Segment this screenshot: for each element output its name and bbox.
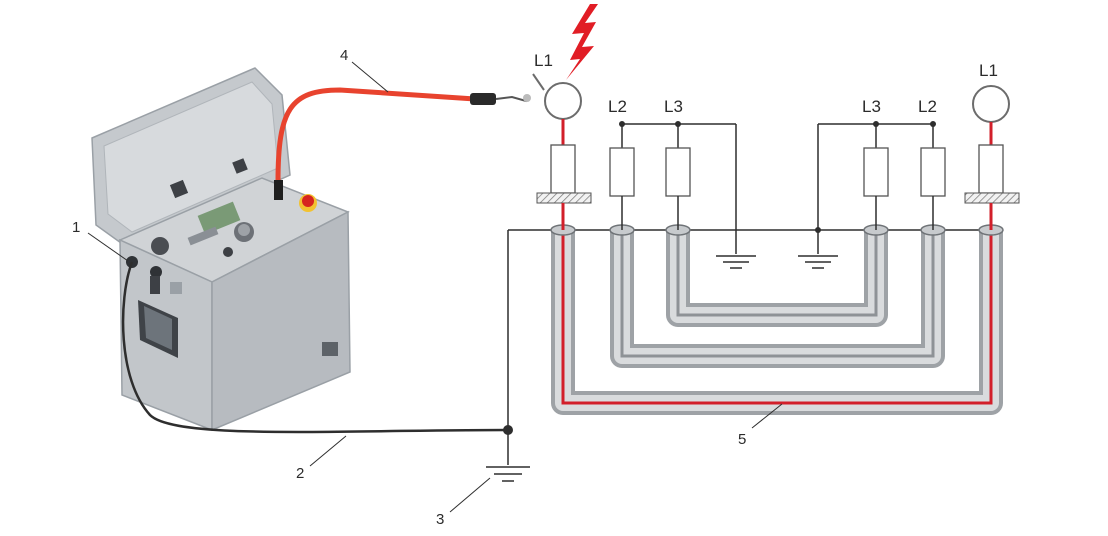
phase-label-l3-right: L3 bbox=[862, 97, 881, 116]
lightning-bolt-icon bbox=[566, 4, 598, 80]
ground-symbol-icon bbox=[716, 255, 756, 269]
svg-text:4: 4 bbox=[340, 47, 348, 64]
surge-generator-device-icon bbox=[91, 67, 351, 432]
ground-junction bbox=[503, 425, 513, 435]
cable-core-l1 bbox=[561, 230, 993, 405]
callout-5: 5 bbox=[738, 403, 783, 448]
callout-4: 4 bbox=[340, 47, 389, 93]
svg-text:2: 2 bbox=[296, 465, 304, 482]
termination-l3-right bbox=[863, 124, 889, 230]
svg-text:5: 5 bbox=[738, 431, 746, 448]
phase-label-l2-left: L2 bbox=[608, 97, 627, 116]
phase-label-l3-left: L3 bbox=[664, 97, 683, 116]
callout-1: 1 bbox=[72, 219, 129, 262]
termination-l1-left bbox=[536, 82, 592, 230]
callout-2: 2 bbox=[296, 435, 347, 482]
termination-l1-right bbox=[964, 85, 1020, 230]
phase-label-l2-right: L2 bbox=[918, 97, 937, 116]
callout-3: 3 bbox=[436, 477, 491, 528]
phase-label-l1-right: L1 bbox=[979, 61, 998, 80]
ground-symbol-icon bbox=[486, 466, 530, 482]
termination-l2-left bbox=[609, 124, 635, 230]
phase-label-l1-left: L1 bbox=[534, 51, 553, 70]
hv-cable-handle bbox=[470, 93, 496, 105]
cable-sheath-l3 bbox=[666, 230, 888, 327]
termination-l2-right bbox=[920, 124, 946, 230]
svg-text:3: 3 bbox=[436, 511, 444, 528]
ground-lead bbox=[121, 261, 509, 434]
ground-symbol-icon bbox=[798, 255, 838, 269]
svg-text:1: 1 bbox=[72, 219, 80, 236]
hv-test-cable bbox=[275, 87, 478, 185]
termination-l3-left bbox=[665, 124, 691, 230]
